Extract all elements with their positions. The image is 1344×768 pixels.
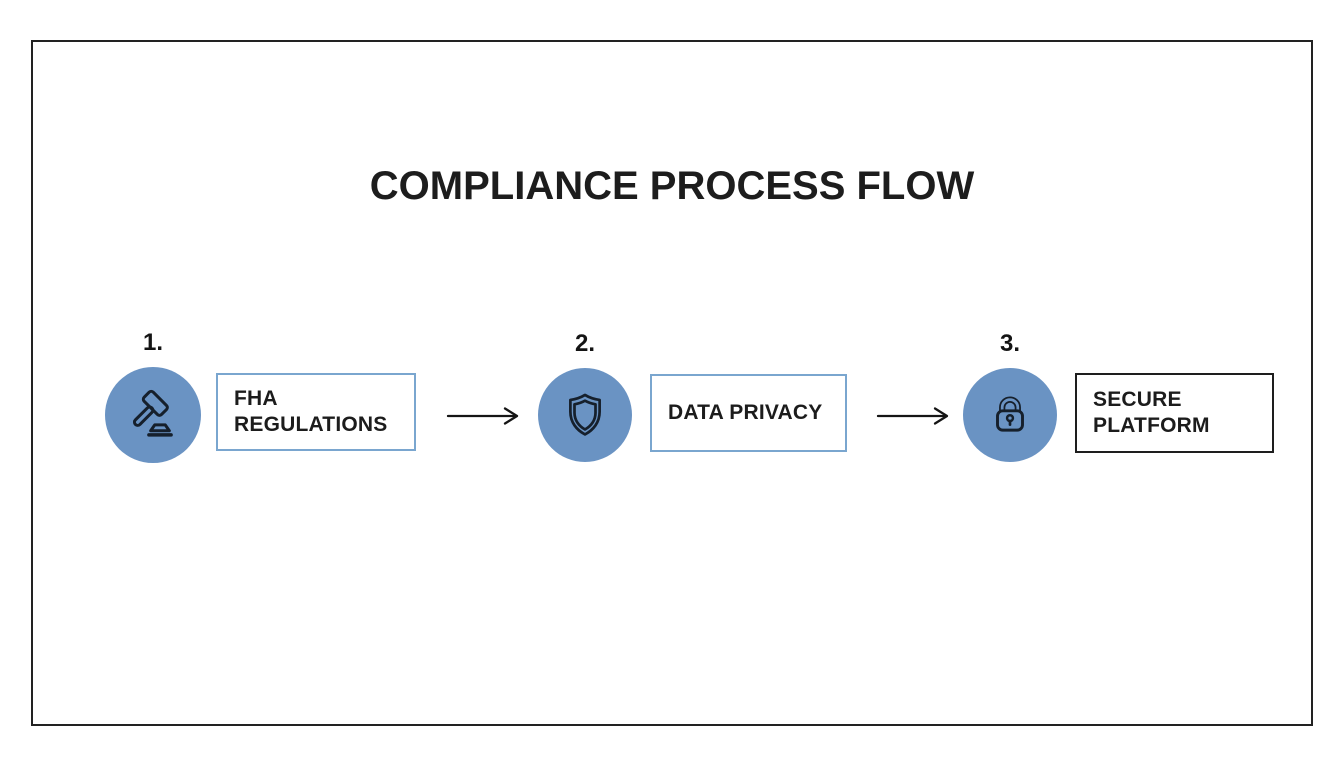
step-2-circle [538,368,632,462]
step-2-label-box: DATA PRIVACY [650,374,847,452]
step-1-label-box: FHA REGULATIONS [216,373,416,451]
page-title: COMPLIANCE PROCESS FLOW [369,164,975,208]
step-2-number: 2. [574,330,595,357]
step-1-circle [105,367,201,463]
lock-icon [985,390,1035,440]
step-3-circle [963,368,1057,462]
step-1-number: 1. [142,329,163,356]
arrow-right-icon [876,404,952,428]
gavel-icon [125,387,181,443]
step-3-number: 3. [999,330,1020,357]
arrow-right-icon [446,404,522,428]
step-1-label: FHA REGULATIONS [234,387,388,436]
step-2-label: DATA PRIVACY [668,401,823,424]
step-3-label-box: SECURE PLATFORM [1075,373,1274,453]
step-3-label: SECURE PLATFORM [1093,388,1210,437]
shield-icon [559,389,611,441]
